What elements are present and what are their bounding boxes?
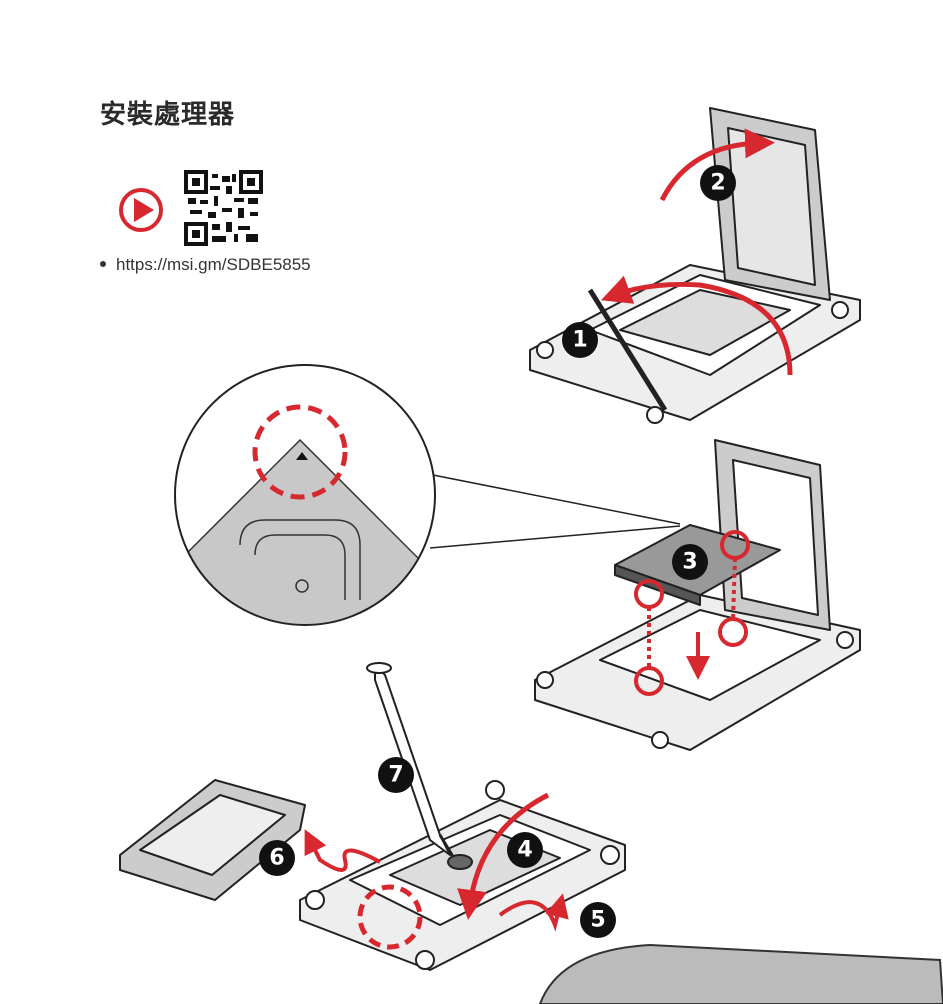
step-badge-5: 5 (580, 902, 616, 938)
play-video-icon[interactable] (119, 188, 163, 232)
zoom-detail-circle (174, 364, 436, 626)
socket-open-lever (529, 107, 861, 424)
svg-text:1: 1 (572, 328, 587, 353)
step-badge-1: 1 (562, 322, 598, 358)
svg-text:2: 2 (710, 171, 725, 196)
step-badge-7: 7 (378, 757, 414, 793)
svg-text:5: 5 (590, 908, 605, 933)
step-badge-4: 4 (507, 832, 543, 868)
bullet (100, 260, 106, 267)
socket-cpu-placement (534, 439, 861, 751)
socket-closed (119, 662, 626, 971)
svg-text:4: 4 (517, 838, 532, 863)
step-badge-2: 2 (700, 165, 736, 201)
step-badge-3: 3 (672, 544, 708, 580)
svg-text:3: 3 (682, 550, 697, 575)
svg-text:7: 7 (388, 763, 403, 788)
qr-code[interactable] (184, 170, 263, 246)
page-title: 安裝處理器 (100, 100, 236, 130)
step-badge-6: 6 (259, 840, 295, 876)
video-link-text[interactable]: https://msi.gm/SDBE5855 (116, 255, 311, 274)
svg-text:6: 6 (269, 846, 284, 871)
video-link[interactable]: https://msi.gm/SDBE5855 (100, 255, 311, 275)
